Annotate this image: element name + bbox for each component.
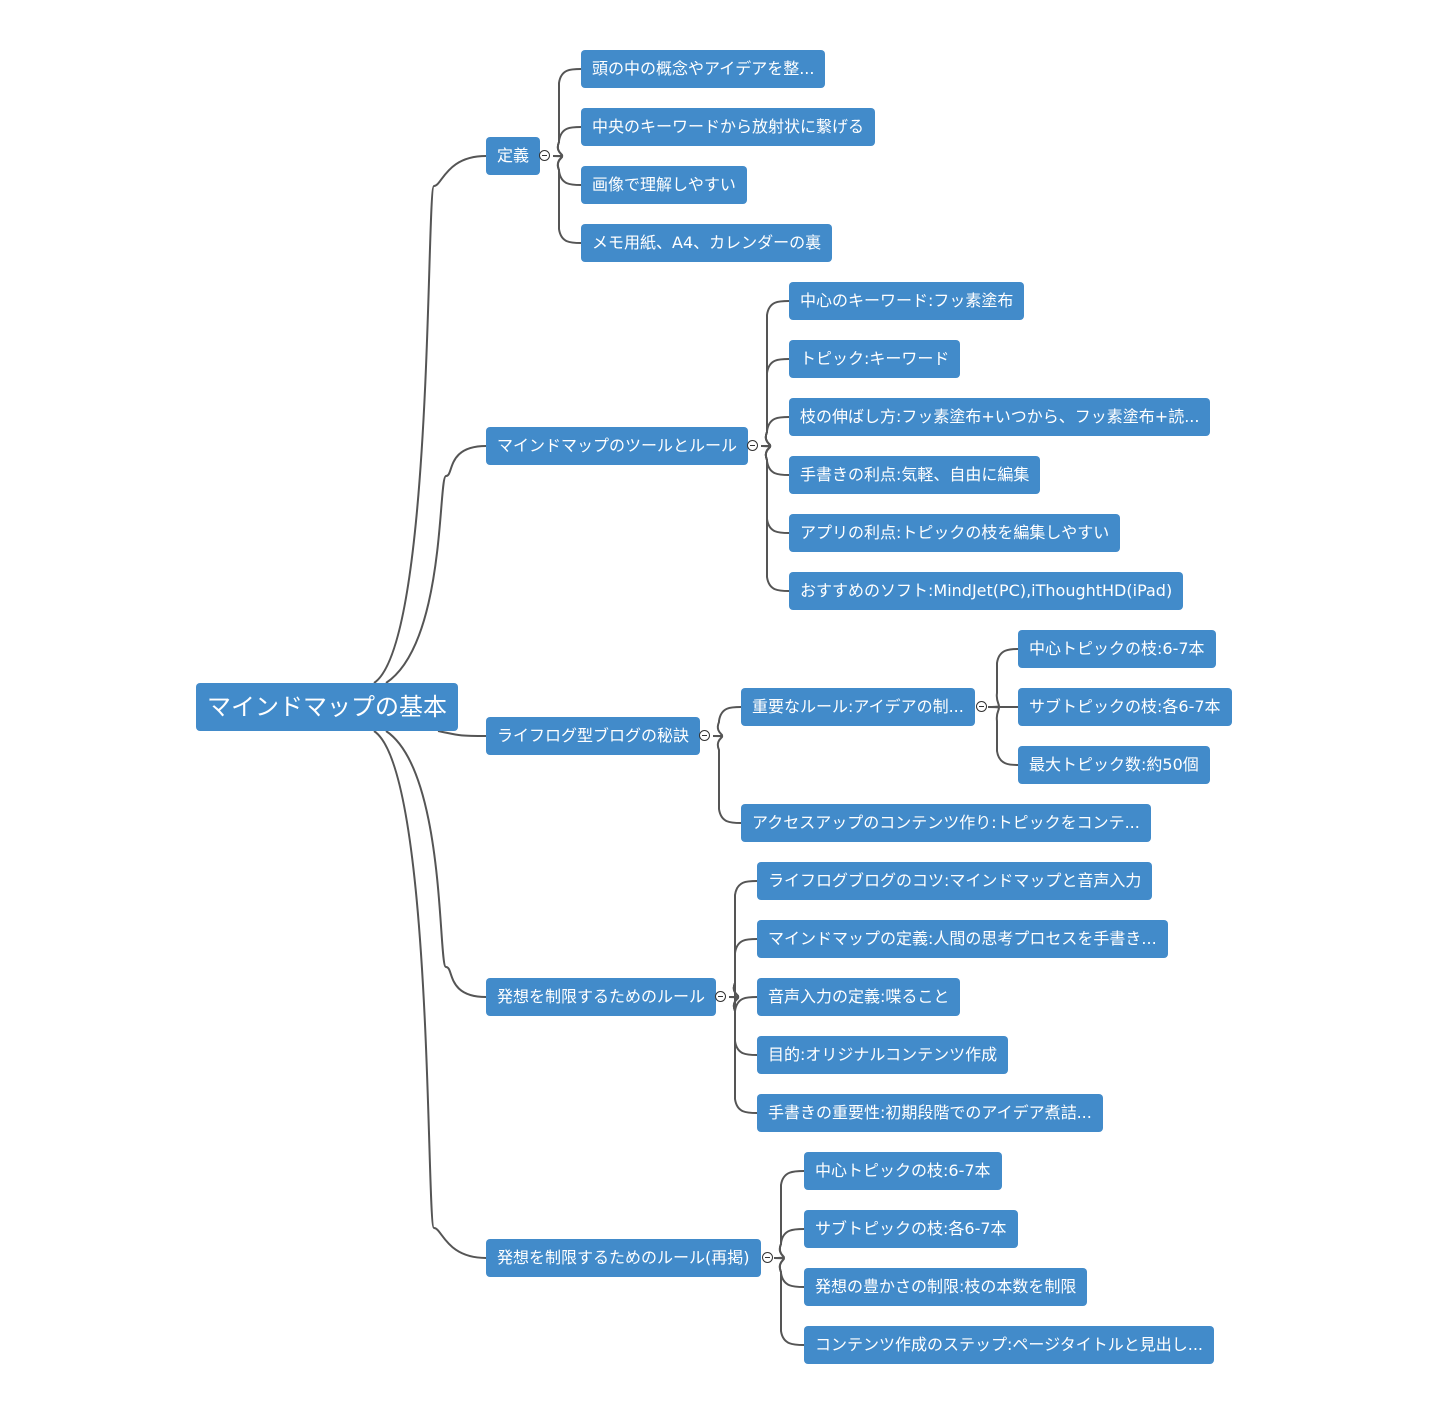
- subtopic[interactable]: 中央のキーワードから放射状に繋げる: [581, 108, 876, 146]
- subtopic[interactable]: 目的:オリジナルコンテンツ作成: [757, 1036, 1009, 1074]
- subtopic[interactable]: 頭の中の概念やアイデアを整...: [581, 50, 826, 88]
- collapse-minus-icon[interactable]: [715, 991, 726, 1002]
- connector-line: [773, 1170, 805, 1259]
- connector-line: [373, 730, 487, 1259]
- collapse-minus-icon[interactable]: [539, 150, 550, 161]
- subtopic[interactable]: おすすめのソフト:MindJet(PC),iThoughtHD(iPad): [789, 572, 1184, 610]
- subtopic[interactable]: 枝の伸ばし方:フッ素塗布+いつから、フッ素塗布+読...: [789, 398, 1211, 436]
- connector-line: [728, 996, 758, 1114]
- connector-line: [773, 1257, 805, 1346]
- connector-line: [760, 300, 790, 447]
- connector-line: [987, 648, 1019, 708]
- connector-line: [373, 155, 487, 684]
- subtopic[interactable]: 重要なルール:アイデアの制...: [741, 688, 975, 726]
- connector-line: [552, 155, 582, 244]
- subtopic[interactable]: 発想の豊かさの制限:枝の本数を制限: [804, 1268, 1088, 1306]
- connector-line: [385, 445, 487, 684]
- connector-line: [552, 155, 582, 186]
- connector-line: [712, 735, 742, 824]
- connector-line: [773, 1228, 805, 1259]
- branch-topic[interactable]: 定義: [486, 137, 541, 175]
- collapse-minus-icon[interactable]: [699, 730, 710, 741]
- connector-line: [760, 445, 790, 534]
- connector-line: [760, 358, 790, 447]
- subtopic[interactable]: 手書きの重要性:初期段階でのアイデア煮詰...: [757, 1094, 1103, 1132]
- subtopic[interactable]: トピック:キーワード: [789, 340, 961, 378]
- connector-line: [552, 126, 582, 157]
- root-topic[interactable]: マインドマップの基本: [196, 683, 458, 731]
- subtopic[interactable]: マインドマップの定義:人間の思考プロセスを手書き...: [757, 920, 1168, 958]
- collapse-minus-icon[interactable]: [747, 440, 758, 451]
- branch-topic[interactable]: マインドマップのツールとルール: [486, 427, 749, 465]
- subtopic[interactable]: ライフログブログのコツ:マインドマップと音声入力: [757, 862, 1153, 900]
- collapse-minus-icon[interactable]: [762, 1252, 773, 1263]
- connector-line: [437, 730, 487, 737]
- branch-topic[interactable]: 発想を制限するためのルール: [486, 978, 717, 1016]
- subtopic[interactable]: アクセスアップのコンテンツ作り:トピックをコンテ...: [741, 804, 1151, 842]
- connector-line: [773, 1257, 805, 1288]
- subtopic[interactable]: 手書きの利点:気軽、自由に編集: [789, 456, 1041, 494]
- collapse-minus-icon[interactable]: [976, 701, 987, 712]
- connector-line: [712, 706, 742, 737]
- subtopic[interactable]: アプリの利点:トピックの枝を編集しやすい: [789, 514, 1121, 552]
- branch-topic[interactable]: 発想を制限するためのルール(再掲): [486, 1239, 761, 1277]
- subtopic[interactable]: 中心トピックの枝:6-7本: [804, 1152, 1002, 1190]
- subtopic[interactable]: メモ用紙、A4、カレンダーの裏: [581, 224, 833, 262]
- subtopic[interactable]: 音声入力の定義:喋ること: [757, 978, 961, 1016]
- subtopic[interactable]: 画像で理解しやすい: [581, 166, 747, 204]
- connector-line: [760, 416, 790, 447]
- connector-line: [552, 68, 582, 157]
- sub-subtopic[interactable]: サブトピックの枝:各6-7本: [1018, 688, 1232, 726]
- sub-subtopic[interactable]: 中心トピックの枝:6-7本: [1018, 630, 1216, 668]
- connector-line: [760, 445, 790, 592]
- sub-subtopic[interactable]: 最大トピック数:約50個: [1018, 746, 1210, 784]
- branch-topic[interactable]: ライフログ型ブログの秘訣: [486, 717, 701, 755]
- connector-line: [760, 445, 790, 476]
- subtopic[interactable]: コンテンツ作成のステップ:ページタイトルと見出し...: [804, 1326, 1215, 1364]
- connector-line: [987, 706, 1019, 766]
- subtopic[interactable]: サブトピックの枝:各6-7本: [804, 1210, 1018, 1248]
- subtopic[interactable]: 中心のキーワード:フッ素塗布: [789, 282, 1025, 320]
- connector-line: [385, 730, 487, 998]
